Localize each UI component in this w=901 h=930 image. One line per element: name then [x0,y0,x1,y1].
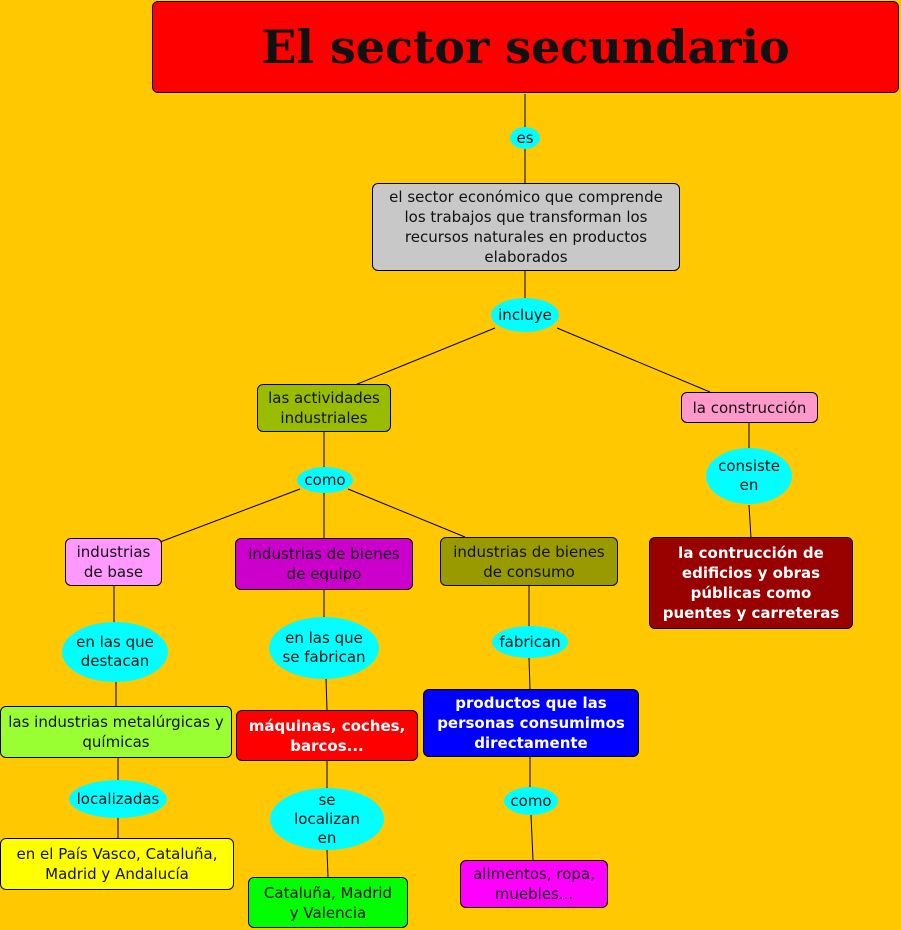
link-label-es: es [510,127,540,149]
link-label-como-1: como [297,467,353,493]
link-incluye-industrial [354,327,496,386]
link-localizan-regions [326,849,329,878]
node-consumer-products: productos que las personas consumimos di… [423,689,639,757]
node-construction: la construcción [681,392,818,423]
link-label-localizadas: localizadas [69,780,167,818]
node-machines: máquinas, coches, barcos... [236,710,418,761]
link-label-como-2: como [504,787,558,815]
node-definition: el sector económico que comprende los tr… [372,183,680,271]
node-construction-definition: la contrucción de edificios y obras públ… [649,537,853,629]
node-industrial-activities: las actividades industriales [257,384,391,432]
node-metal-chemical: las industrias metalúrgicas y químicas [0,706,232,758]
link-label-en-las-que-destacan: en las que destacan [62,622,168,682]
link-como-base [159,488,301,543]
node-regions-base: en el País Vasco, Cataluña, Madrid y And… [0,838,234,890]
link-incluye-construction [556,327,711,393]
link-fabrican-machines [325,677,328,711]
link-label-en-las-que-se-fabrican: en las que se fabrican [269,617,379,679]
link-fabrican-products [528,657,531,690]
node-consumer-industries: industrias de bienes de consumo [440,537,618,586]
link-consiste-def [748,504,752,539]
page-title: El sector secundario [152,1,899,93]
node-regions-equipment: Cataluña, Madrid y Valencia [248,877,408,928]
link-como-examples [530,814,534,861]
link-label-incluye: incluye [491,298,559,332]
link-label-consiste-en: consiste en [706,448,792,504]
link-label-se-localizan-en: se localizan en [270,788,384,850]
link-label-fabrican: fabrican [492,626,568,658]
node-equipment-industries: industrias de bienes de equipo [235,538,413,590]
node-consumer-examples: alimentos, ropa, muebles... [460,860,608,908]
link-como-consumer [347,488,466,538]
node-base-industries: industrias de base [65,538,162,586]
